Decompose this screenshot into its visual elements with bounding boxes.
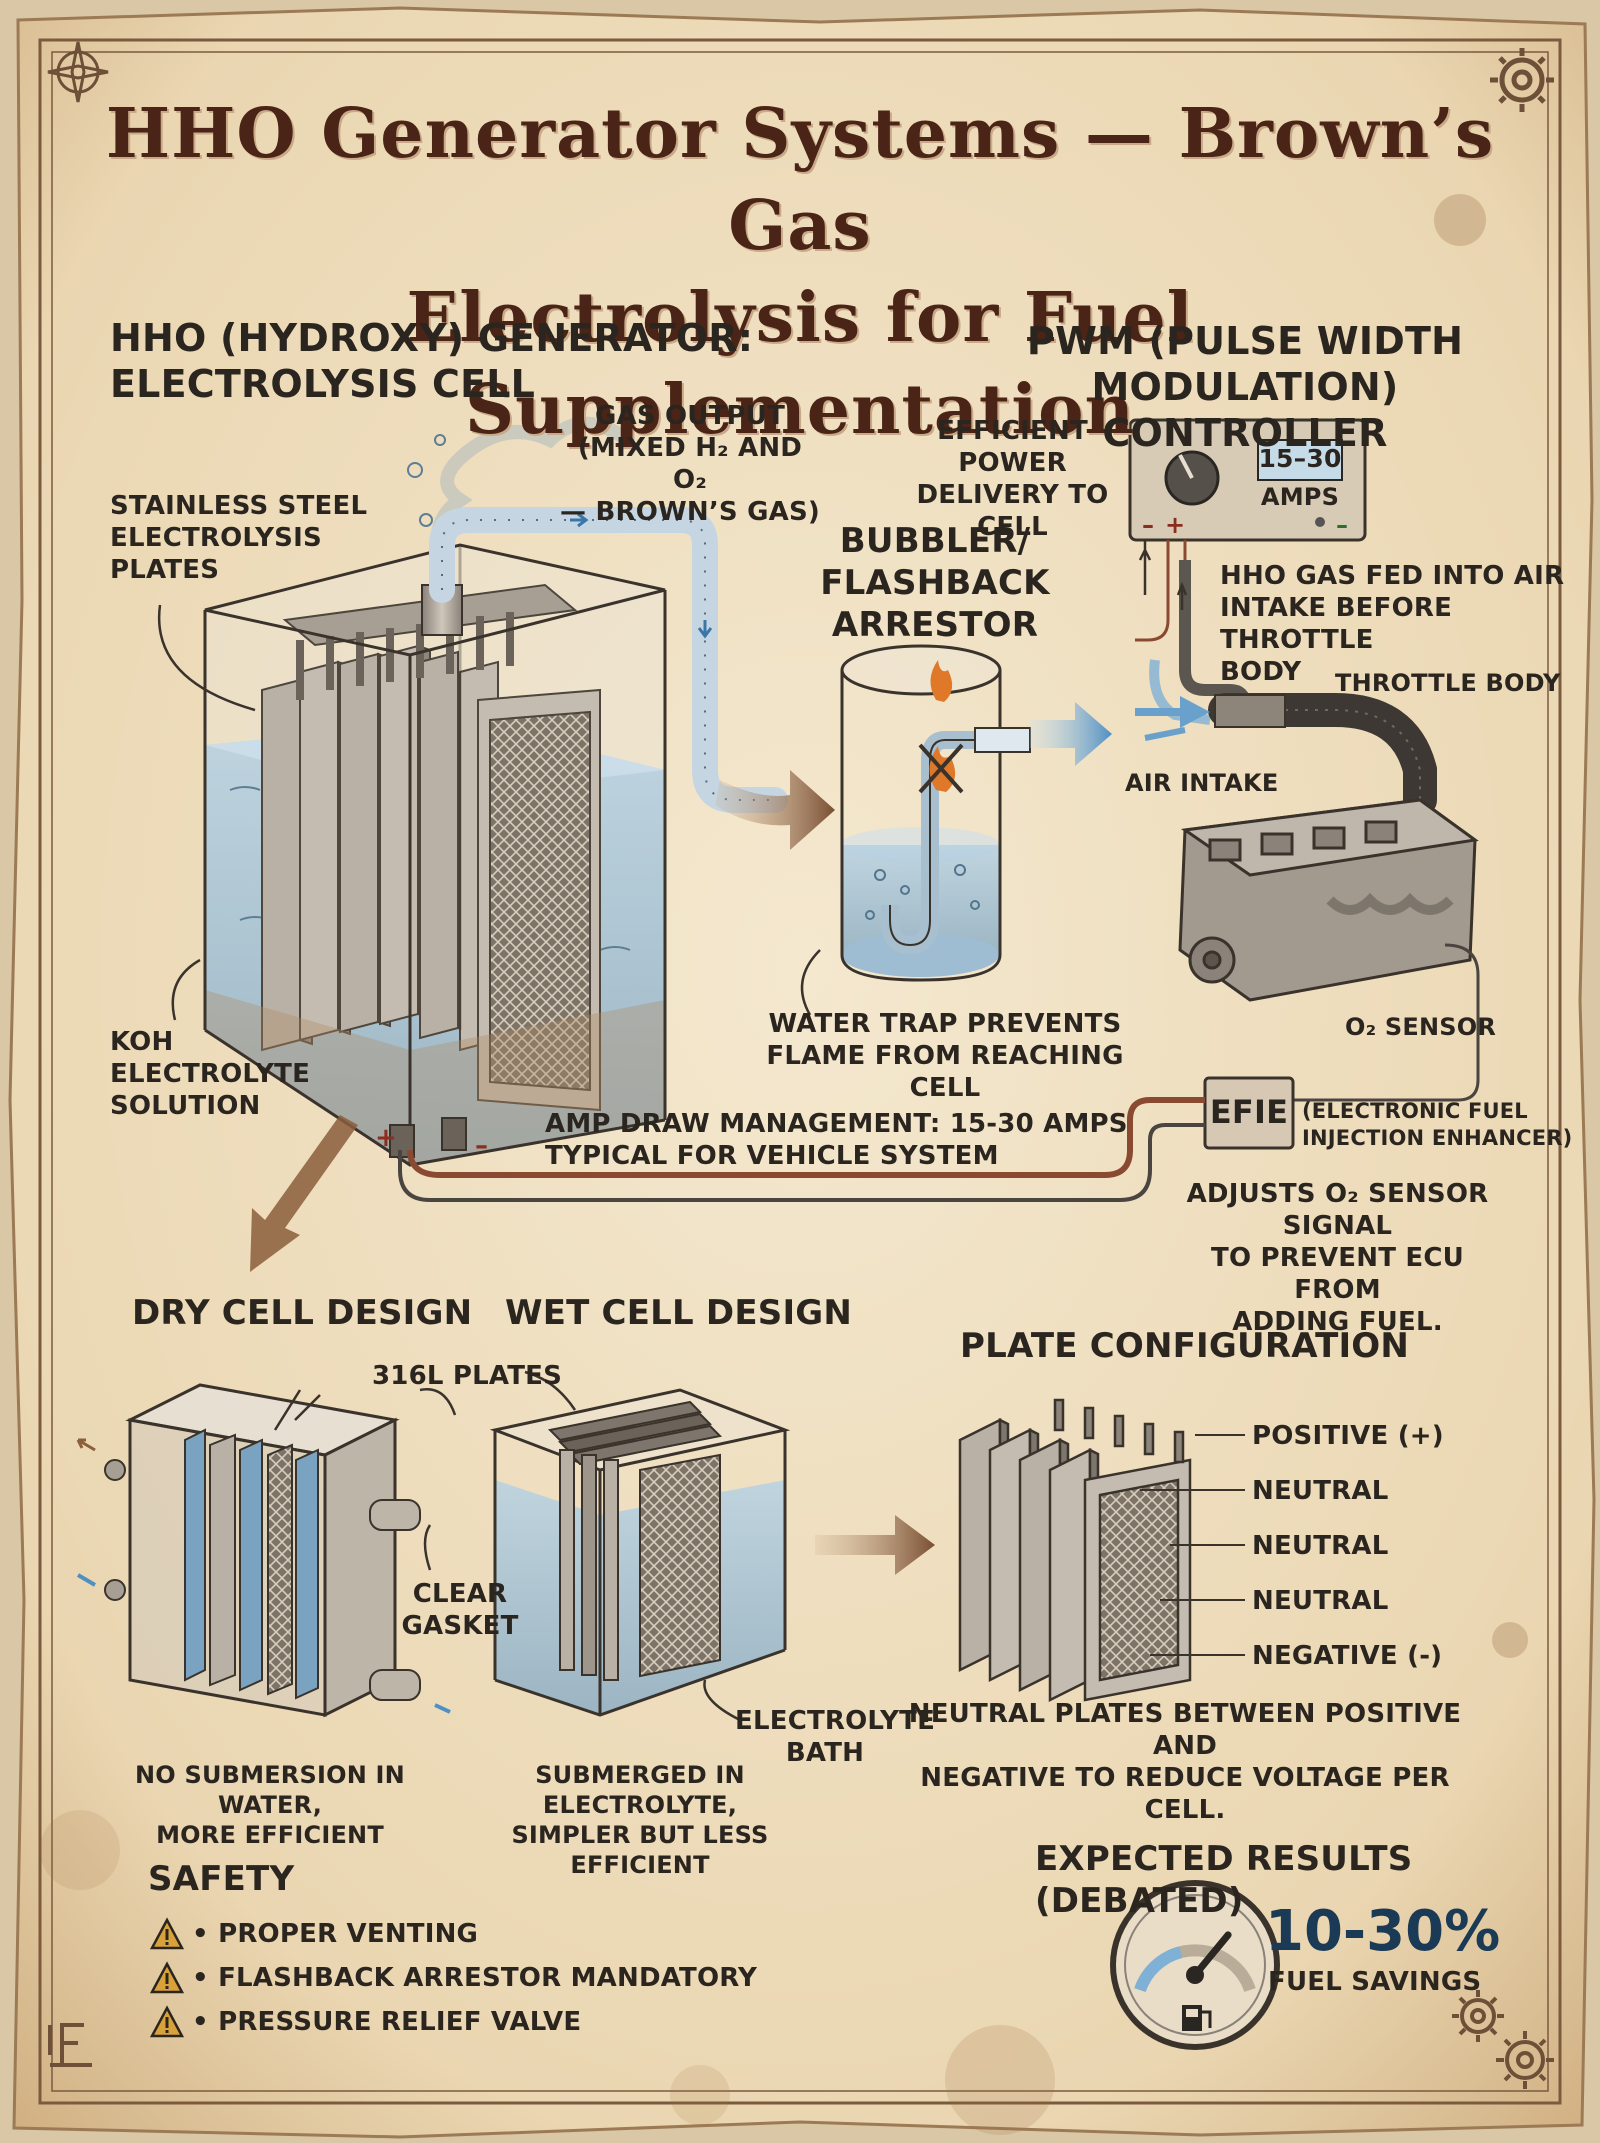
safety-heading: Safety bbox=[148, 1858, 294, 1900]
efie-full-name: (Electronic Fuel Injection Enhancer) bbox=[1302, 1098, 1572, 1152]
terminal-positive: + bbox=[375, 1122, 397, 1154]
dry-cell-illustration bbox=[78, 1385, 450, 1715]
wet-cell-illustration bbox=[495, 1390, 785, 1715]
plate-label-neutral-1: Neutral bbox=[1252, 1475, 1388, 1507]
316l-plates-label: 316L Plates bbox=[372, 1360, 562, 1392]
pwm-pos-sign: + bbox=[1165, 510, 1185, 540]
gas-output-label: Gas Output (Mixed H₂ and O₂ — Brown’s Ga… bbox=[560, 400, 820, 528]
air-intake-label: Air Intake bbox=[1125, 768, 1278, 798]
efie-note: Adjusts O₂ sensor signal to prevent ECU … bbox=[1165, 1178, 1510, 1338]
pwm-neg-sign: – bbox=[1142, 510, 1154, 540]
throttle-body-label: Throttle Body bbox=[1335, 668, 1561, 698]
pwm-note: Efficient power delivery to cell bbox=[900, 415, 1125, 543]
generator-heading: HHO (Hydroxy) Generator: Electrolysis Ce… bbox=[110, 315, 753, 407]
dry-cell-note: No submersion in water, more efficient bbox=[100, 1760, 440, 1850]
warning-icon bbox=[150, 1917, 184, 1951]
pwm-display-unit: AMPS bbox=[1250, 482, 1350, 512]
results-value: 10-30% bbox=[1265, 1900, 1500, 1964]
amp-draw-note: Amp draw management: 15-30 amps typical … bbox=[545, 1108, 1128, 1172]
warning-icon bbox=[150, 1961, 184, 1995]
plate-config-note: Neutral plates between positive and nega… bbox=[905, 1698, 1465, 1826]
efie-label: EFIE bbox=[1205, 1092, 1293, 1132]
safety-item: • Pressure relief valve bbox=[150, 2000, 757, 2044]
wet-cell-heading: Wet Cell Design bbox=[505, 1292, 852, 1334]
plate-label-neutral-2: Neutral bbox=[1252, 1530, 1388, 1562]
pwm-display-value: 15–30 bbox=[1258, 443, 1342, 475]
safety-list: • Proper venting • Flashback arrestor ma… bbox=[150, 1912, 757, 2044]
plate-config-heading: Plate Configuration bbox=[960, 1325, 1409, 1367]
plates-label: Stainless Steel Electrolysis Plates bbox=[110, 490, 367, 586]
o2-sensor-label: O₂ Sensor bbox=[1345, 1012, 1496, 1042]
wet-cell-note: Submerged in electrolyte, simpler but le… bbox=[470, 1760, 810, 1880]
terminal-negative: – bbox=[475, 1130, 488, 1162]
electrolyte-label: KOH Electrolyte Solution bbox=[110, 1026, 310, 1122]
title-line-1: HHO Generator Systems — Brown’s Gas bbox=[100, 88, 1500, 272]
bubbler-note: Water trap prevents flame from reaching … bbox=[765, 1008, 1125, 1104]
plate-label-neutral-3: Neutral bbox=[1252, 1585, 1388, 1617]
clear-gasket-label: Clear Gasket bbox=[400, 1578, 520, 1642]
safety-item: • Proper venting bbox=[150, 1912, 757, 1956]
plate-label-negative: Negative (-) bbox=[1252, 1640, 1442, 1672]
dry-cell-heading: Dry Cell Design bbox=[132, 1292, 472, 1334]
warning-icon bbox=[150, 2005, 184, 2039]
plate-label-positive: Positive (+) bbox=[1252, 1420, 1444, 1452]
results-caption: Fuel Savings bbox=[1268, 1966, 1481, 1998]
pwm-neg-sign-right: – bbox=[1336, 510, 1348, 540]
safety-item: • Flashback arrestor mandatory bbox=[150, 1956, 757, 2000]
